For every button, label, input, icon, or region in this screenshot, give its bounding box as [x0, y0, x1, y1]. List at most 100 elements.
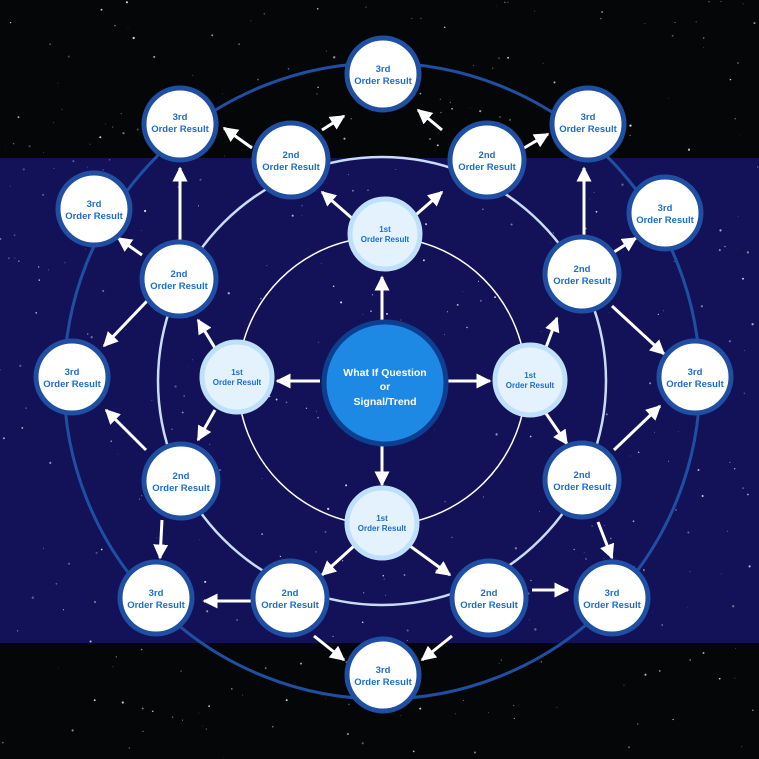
third-order-line2: Order Result [354, 76, 412, 87]
star [595, 210, 598, 213]
star [187, 572, 188, 574]
third-order-node: 3rd Order Result [573, 559, 651, 637]
star [727, 530, 729, 532]
star [115, 656, 117, 658]
star [632, 520, 635, 523]
second-order-line2: Order Result [460, 600, 518, 611]
star [350, 118, 352, 120]
star [757, 166, 759, 168]
star [64, 262, 66, 264]
second-order-line1: 2nd [574, 264, 591, 275]
star [71, 729, 74, 732]
star [301, 215, 303, 216]
star [28, 145, 31, 148]
first-order-line2: Order Result [213, 378, 262, 387]
arrows [102, 108, 666, 662]
star [251, 144, 253, 146]
arrow [613, 236, 638, 254]
star [332, 285, 335, 288]
star [21, 426, 24, 429]
star [513, 704, 515, 706]
star [741, 746, 743, 748]
star [637, 451, 640, 454]
second-order-line2: Order Result [262, 162, 320, 173]
arrow [321, 114, 346, 132]
star [151, 399, 153, 402]
star [105, 123, 107, 125]
second-order-circle [447, 120, 527, 200]
star [301, 204, 303, 207]
third-order-circle [117, 559, 195, 637]
star [35, 311, 38, 314]
star [261, 478, 263, 479]
star [316, 7, 319, 10]
star [747, 493, 749, 496]
star [333, 56, 336, 59]
arrow [153, 519, 169, 560]
star [122, 132, 125, 135]
star [332, 635, 334, 638]
star [348, 703, 350, 706]
star [728, 340, 732, 343]
star [110, 440, 113, 442]
star [198, 712, 200, 714]
star [496, 5, 498, 7]
star [672, 718, 674, 721]
arrow [102, 298, 150, 348]
star [117, 453, 119, 455]
second-order-node: 2nd Order Result [449, 558, 529, 638]
third-order-circle [141, 85, 219, 163]
star [720, 573, 722, 575]
star [367, 189, 369, 191]
star [630, 455, 631, 457]
third-order-line1: 3rd [581, 112, 596, 123]
star [589, 198, 591, 200]
arrow [320, 544, 356, 577]
star [491, 67, 494, 69]
star [538, 511, 540, 512]
star [720, 0, 722, 2]
star [266, 265, 268, 267]
star [38, 266, 40, 268]
star [61, 108, 63, 110]
star [320, 263, 322, 265]
star [552, 232, 555, 234]
second-order-circle [139, 239, 219, 319]
star [708, 1, 710, 3]
star [479, 109, 482, 113]
star [177, 186, 179, 188]
star [305, 407, 308, 409]
star [102, 289, 105, 293]
second-order-circle [542, 440, 622, 520]
star [142, 730, 144, 732]
star [208, 705, 210, 707]
star [428, 137, 432, 141]
star [127, 28, 129, 29]
star [737, 216, 739, 218]
star [141, 495, 143, 497]
second-order-node: 2nd Order Result [139, 239, 219, 319]
star [236, 619, 238, 621]
star [643, 569, 645, 571]
first-order-node: 1st Order Result [492, 342, 568, 418]
star [112, 126, 114, 128]
star [250, 20, 252, 22]
star [49, 43, 51, 45]
star [365, 6, 367, 8]
star [400, 319, 402, 321]
star [151, 710, 154, 713]
star [549, 242, 551, 244]
star [89, 143, 91, 145]
third-order-line2: Order Result [666, 379, 724, 390]
star [17, 630, 19, 632]
star [658, 669, 661, 672]
arrow [320, 190, 355, 222]
star [90, 336, 93, 339]
star [751, 323, 754, 326]
third-order-line2: Order Result [636, 215, 694, 226]
star [197, 205, 200, 207]
arrow [196, 409, 217, 442]
star [469, 107, 471, 109]
third-order-circle [626, 174, 704, 252]
arrow [612, 404, 662, 452]
